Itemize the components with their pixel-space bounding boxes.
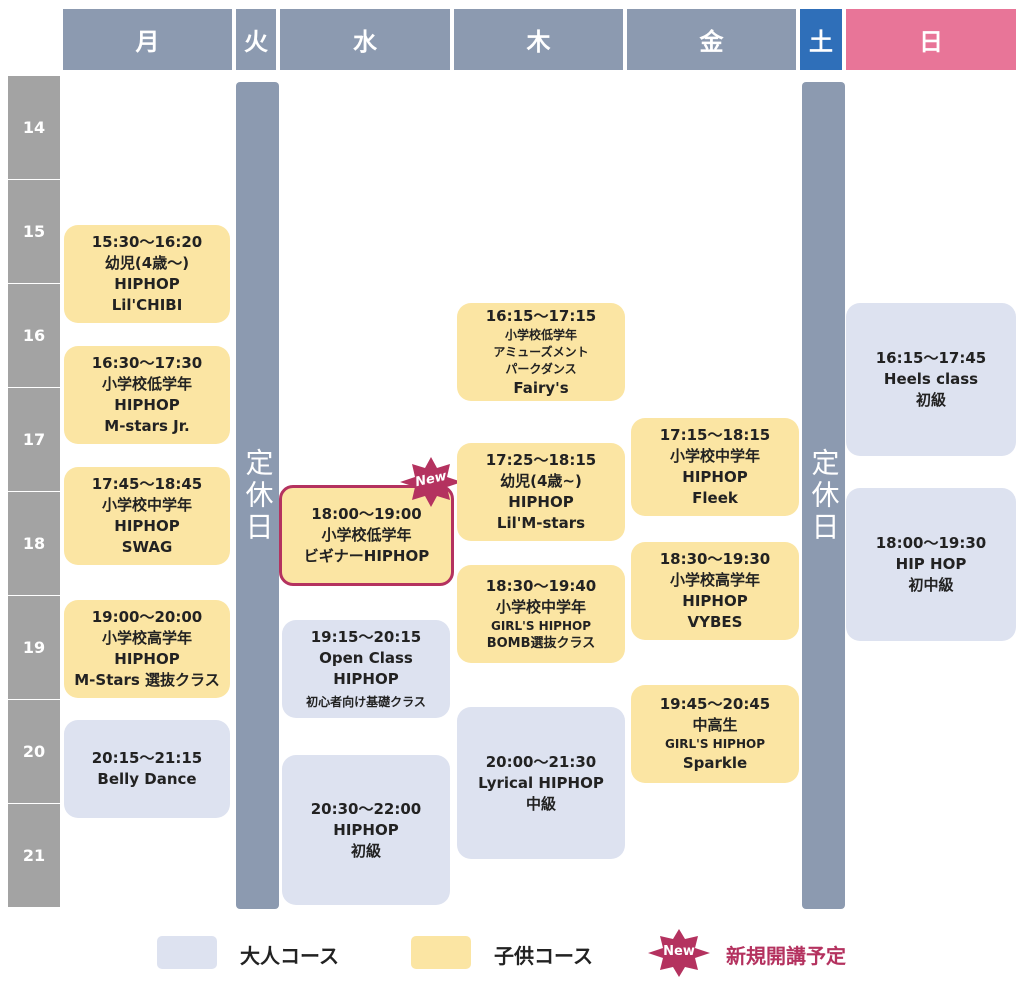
closed-day-label: 定休日 xyxy=(807,447,841,544)
hour-14: 14 xyxy=(8,76,60,179)
hour-18: 18 xyxy=(8,492,60,595)
hour-16: 16 xyxy=(8,284,60,387)
hour-17: 17 xyxy=(8,388,60,491)
day-label: 金 xyxy=(699,28,724,56)
hour-15: 15 xyxy=(8,180,60,283)
day-label: 月 xyxy=(135,28,160,56)
day-header-thu: 木 xyxy=(454,9,623,70)
legend-adult-swatch xyxy=(157,936,217,969)
hour-21: 21 xyxy=(8,804,60,907)
closed-day-label: 定休日 xyxy=(241,447,275,544)
legend-adult-label: 大人コース xyxy=(240,944,339,968)
legend-new-label: 新規開講予定 xyxy=(726,944,846,968)
legend-new-badge-label: New xyxy=(663,944,695,959)
day-header-mon: 月 xyxy=(63,9,232,70)
day-label: 土 xyxy=(809,28,833,56)
day-label: 水 xyxy=(353,28,377,56)
day-header-fri: 金 xyxy=(627,9,796,70)
day-header-sat: 土 xyxy=(800,9,842,70)
new-badge-icon: New xyxy=(396,455,466,509)
legend-kids-label: 子供コース xyxy=(494,944,593,968)
hour-19: 19 xyxy=(8,596,60,699)
legend-kids-swatch xyxy=(411,936,471,969)
day-header-wed: 水 xyxy=(280,9,450,70)
closed-day-bar-sat: 定休日 xyxy=(802,82,845,909)
closed-day-bar-tue: 定休日 xyxy=(236,82,279,909)
day-label: 日 xyxy=(919,28,943,56)
day-label: 火 xyxy=(244,28,268,56)
legend-new-badge-icon: New xyxy=(644,928,714,978)
hour-20: 20 xyxy=(8,700,60,803)
day-header-sun: 日 xyxy=(846,9,1016,70)
day-label: 木 xyxy=(526,28,551,56)
day-header-tue: 火 xyxy=(236,9,276,70)
